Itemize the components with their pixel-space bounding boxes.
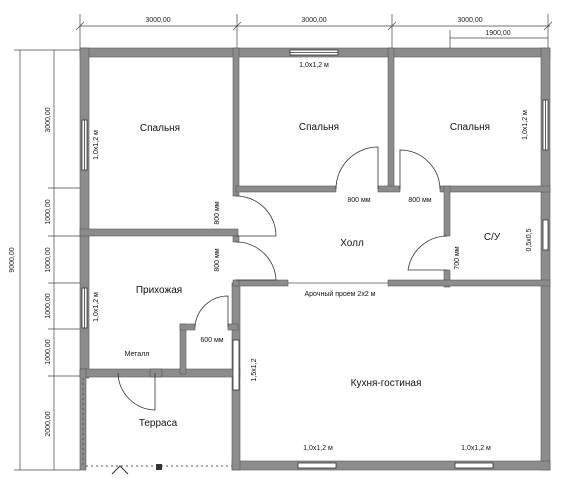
room-bedroom-1: Спальня: [140, 123, 180, 134]
dim-left-5: 1000,00: [45, 339, 52, 364]
window-kitchen-left: [232, 339, 240, 391]
room-bedroom-3: Спальня: [450, 122, 490, 133]
window-top-mid: [289, 49, 339, 56]
dim-top-4: 1900,00: [485, 30, 510, 37]
door-bedroom3: [399, 149, 441, 190]
window-bottom-2: [454, 462, 494, 469]
left-dimension-lines: [14, 49, 80, 471]
room-bathroom: С/У: [484, 232, 501, 243]
label-window-top-mid: 1,0x1,2 м: [299, 62, 329, 69]
terrace-steps-icon: [111, 464, 162, 475]
dim-left-outer: 9000,00: [9, 247, 16, 272]
dim-left-1: 3000,00: [45, 107, 52, 132]
label-window-bottom-1: 1,0x1,2 м: [303, 445, 333, 452]
label-window-bottom-2: 1,0x1,2 м: [461, 445, 491, 452]
label-door-bedroom2: 800 мм: [347, 197, 370, 204]
room-entrance: Прихожая: [136, 285, 182, 296]
room-bedroom-2: Спальня: [299, 122, 339, 133]
dim-left-6: 2000,00: [45, 411, 52, 436]
window-left-bedroom: [81, 119, 88, 171]
top-dimension-lines: [75, 14, 553, 50]
label-door-bedroom1: 800 мм: [214, 201, 221, 224]
door-bathroom: [407, 235, 448, 271]
dim-top-3: 3000,00: [457, 17, 482, 24]
label-door-closet: 600 мм: [200, 337, 223, 344]
label-window-bathroom: 0,5x0,5: [526, 228, 533, 251]
window-bottom-1: [297, 462, 337, 469]
label-arch: Арочный проем 2х2 м: [305, 290, 376, 298]
dim-top-1: 3000,00: [145, 17, 170, 24]
walls: [79, 47, 551, 471]
room-terrace: Терраса: [139, 418, 178, 429]
door-front: [117, 372, 156, 411]
door-bedroom2: [335, 146, 379, 190]
label-window-right-bedroom: 1,0x1,2 м: [522, 110, 529, 140]
door-bedroom1: [235, 195, 277, 237]
door-closet: [194, 295, 229, 328]
label-door-entrance: 800 мм: [214, 248, 221, 271]
label-window-left-bedroom: 1,0x1,2 м: [93, 130, 100, 160]
window-bathroom: [542, 219, 549, 251]
label-door-bathroom: 700 мм: [454, 246, 461, 269]
room-hall: Холл: [340, 238, 364, 249]
label-window-kitchen-left: 1,5x1,2: [251, 358, 258, 381]
dim-left-2: 1000,00: [45, 199, 52, 224]
terrace-railing: [82, 378, 232, 468]
dim-left-4: 1000,00: [45, 293, 52, 318]
label-door-bedroom3: 800 мм: [408, 197, 431, 204]
door-entrance: [235, 241, 277, 281]
dim-top-2: 3000,00: [301, 17, 326, 24]
room-kitchen: Кухня-гостиная: [351, 378, 422, 389]
window-right-bedroom: [542, 99, 549, 151]
window-entrance: [81, 287, 88, 329]
label-metal-door: Металл: [125, 351, 150, 358]
label-window-entrance: 1,0x1,2 м: [93, 292, 100, 322]
dim-left-3: 1000,00: [45, 247, 52, 272]
